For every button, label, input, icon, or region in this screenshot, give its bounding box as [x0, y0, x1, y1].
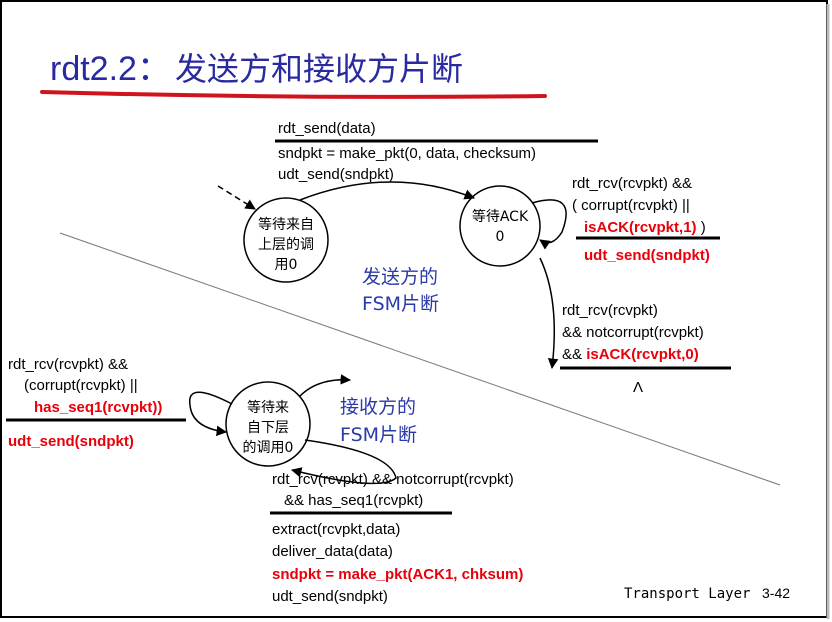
state-wait-above-line3: 用0 — [275, 257, 298, 273]
sender-t3-event3-red: isACK(rcvpkt,0) — [586, 346, 699, 363]
state-wait-above-line2: 上层的调 — [258, 237, 314, 253]
sender-t2-event3: isACK(rcvpkt,1) ) — [584, 219, 706, 236]
sender-label-line1: 发送方的 — [362, 266, 438, 288]
sender-t1-action1: sndpkt = make_pkt(0, data, checksum) — [278, 145, 536, 162]
receiver-label-line1: 接收方的 — [340, 396, 416, 418]
receiver-t2-action1: extract(rcvpkt,data) — [272, 521, 400, 538]
state-wait-ack-line2: 0 — [496, 229, 505, 245]
sender-t2-action: udt_send(sndpkt) — [584, 247, 710, 264]
state-wait-below-line2: 自下层 — [247, 420, 289, 436]
sender-t3-event1: rdt_rcv(rcvpkt) — [562, 302, 658, 319]
receiver-t1-event1: rdt_rcv(rcvpkt) && — [8, 356, 128, 373]
arrow-wait-below-exit — [299, 374, 352, 397]
sender-t2-event3-tail: ) — [697, 219, 706, 236]
footer-section: Transport Layer — [624, 586, 750, 602]
state-wait-ack-0 — [459, 185, 541, 267]
sender-t3-action: Λ — [633, 379, 643, 396]
state-wait-ack-line1: 等待ACK — [472, 208, 529, 225]
receiver-t2-action3: sndpkt = make_pkt(ACK1, chksum) — [272, 566, 523, 583]
initial-state-arrow — [217, 185, 256, 210]
sender-t2-event3-red: isACK(rcvpkt,1) — [584, 219, 697, 236]
self-loop-wait-ack — [531, 199, 567, 250]
sender-t2-event2: ( corrupt(rcvpkt) || — [572, 197, 690, 214]
receiver-t2-event1: rdt_rcv(rcvpkt) && notcorrupt(rcvpkt) — [272, 471, 514, 488]
footer-page-number: 3-42 — [762, 585, 790, 601]
sender-t3-event2: && notcorrupt(rcvpkt) — [562, 324, 704, 341]
state-wait-below-line3: 的调用0 — [243, 440, 294, 456]
title-underline — [40, 90, 547, 99]
state-wait-above-line1: 等待来自 — [258, 216, 314, 233]
arrow-send-to-wait-ack — [299, 181, 475, 201]
self-loop-wait-below-bottom — [290, 439, 397, 485]
receiver-t1-action: udt_send(sndpkt) — [8, 433, 134, 450]
state-wait-call-0-from-above — [243, 197, 329, 283]
state-wait-below-line1: 等待来 — [247, 399, 289, 416]
title-rest: 发送方和接收方片断 — [175, 50, 463, 88]
receiver-t1-event2: (corrupt(rcvpkt) || — [24, 377, 138, 394]
divider-line — [59, 232, 781, 486]
title-prefix: rdt2.2： — [50, 50, 171, 88]
receiver-t2-event2: && has_seq1(rcvpkt) — [284, 492, 423, 509]
sender-t2-event1: rdt_rcv(rcvpkt) && — [572, 175, 692, 192]
arrow-wait-ack-exit — [539, 257, 559, 370]
page-title: rdt2.2：发送方和接收方片断 — [50, 50, 463, 88]
receiver-t2-action2: deliver_data(data) — [272, 543, 393, 560]
sender-t1-event: rdt_send(data) — [278, 120, 376, 137]
sender-t1-action2: udt_send(sndpkt) — [278, 166, 394, 183]
sender-t3-event3: && isACK(rcvpkt,0) — [562, 346, 699, 363]
sender-label-line2: FSM片断 — [362, 293, 439, 315]
receiver-t2-action4: udt_send(sndpkt) — [272, 588, 388, 605]
receiver-label-line2: FSM片断 — [340, 424, 417, 446]
self-loop-wait-below-left — [188, 391, 233, 437]
sender-t3-event3-prefix: && — [562, 346, 586, 363]
receiver-t1-event3: has_seq1(rcvpkt)) — [34, 399, 162, 416]
state-wait-call-0-from-below — [225, 381, 311, 467]
